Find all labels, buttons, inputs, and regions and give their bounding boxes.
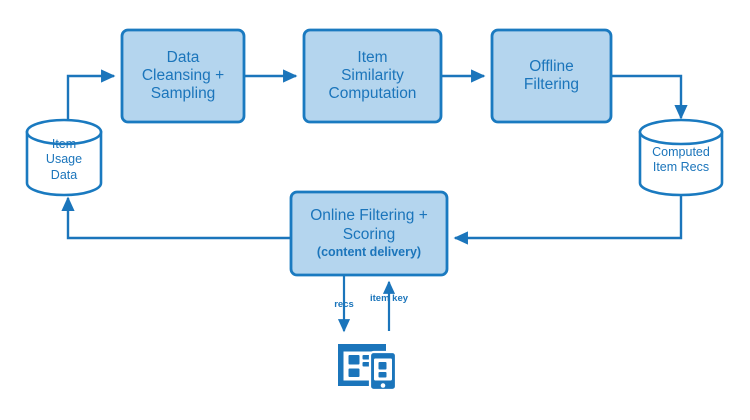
cylinder-top <box>25 118 103 146</box>
cylinder-body <box>638 130 724 197</box>
cylinder-top <box>638 118 724 146</box>
node-data-cleansing-sampling[interactable] <box>120 28 246 124</box>
edge-computed-to-online <box>453 194 683 245</box>
edge-layer <box>61 69 688 333</box>
node-item-usage-data[interactable] <box>25 118 103 197</box>
node-offline-filtering[interactable] <box>490 28 613 124</box>
webpage-phone-icon <box>338 344 398 392</box>
edge-online-to-usage <box>61 196 291 240</box>
node-computed-item-recs[interactable] <box>638 118 724 197</box>
node-online-filtering-scoring[interactable] <box>289 190 449 277</box>
edge-offline-to-computed <box>611 74 688 120</box>
edge-usage-to-cleansing <box>66 69 116 128</box>
cylinder-body <box>25 130 103 197</box>
node-item-similarity-computation[interactable] <box>302 28 443 124</box>
